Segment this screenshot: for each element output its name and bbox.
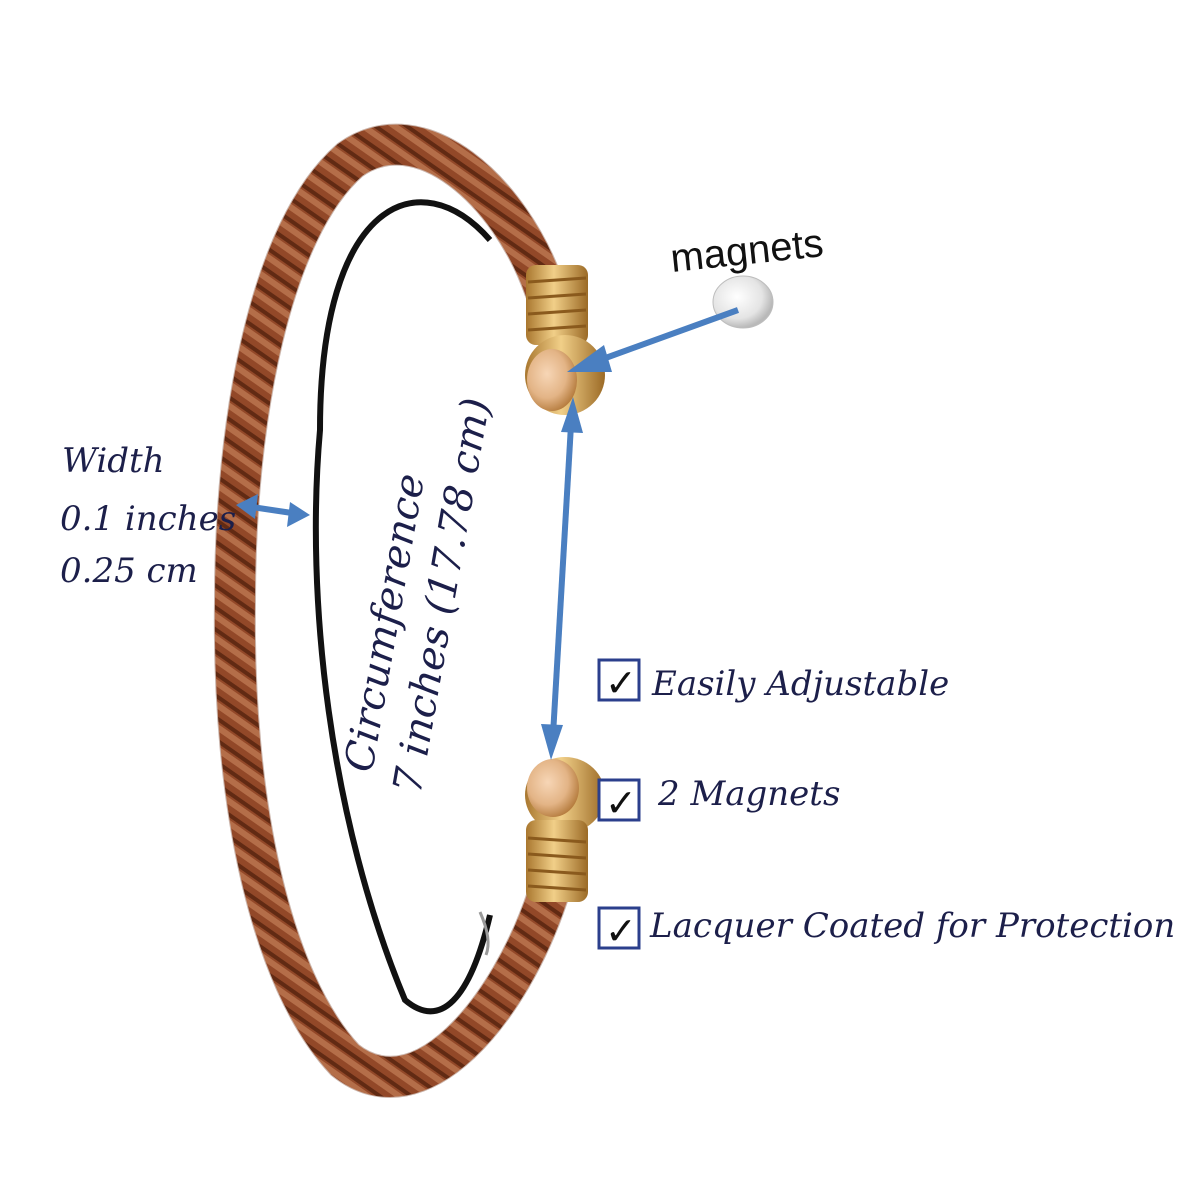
feature-item: ✓ Lacquer Coated for Protection — [597, 906, 1175, 953]
feature-item: ✓ Easily Adjustable — [597, 658, 949, 705]
feature-label: Lacquer Coated for Protection — [649, 906, 1175, 946]
bangle-inner-shadow — [312, 199, 493, 1015]
magnet-arrow-icon — [567, 307, 740, 372]
feature-list: ✓ Easily Adjustable ✓ 2 Magnets ✓ Lacque… — [597, 658, 1175, 953]
magnet-disc-icon — [712, 275, 774, 329]
gap-double-arrow-icon — [541, 397, 583, 760]
bottom-end-cap — [525, 757, 605, 902]
width-title: Width — [62, 441, 165, 481]
width-cm: 0.25 cm — [60, 551, 198, 591]
check-mark-icon: ✓ — [605, 661, 637, 705]
top-end-cap — [525, 265, 605, 415]
feature-item: ✓ 2 Magnets — [597, 774, 840, 825]
inner-line-tail — [478, 911, 490, 956]
feature-label: 2 Magnets — [657, 774, 840, 814]
width-inches: 0.1 inches — [60, 499, 236, 539]
check-mark-icon: ✓ — [605, 909, 637, 953]
checkbox — [597, 906, 641, 950]
checkbox — [597, 778, 641, 822]
check-mark-icon: ✓ — [605, 781, 637, 825]
copper-bangle-edge — [213, 123, 569, 1098]
magnets-label: magnets — [668, 221, 825, 281]
width-double-arrow-icon — [236, 494, 310, 527]
checkbox — [597, 658, 641, 702]
feature-label: Easily Adjustable — [651, 664, 949, 704]
